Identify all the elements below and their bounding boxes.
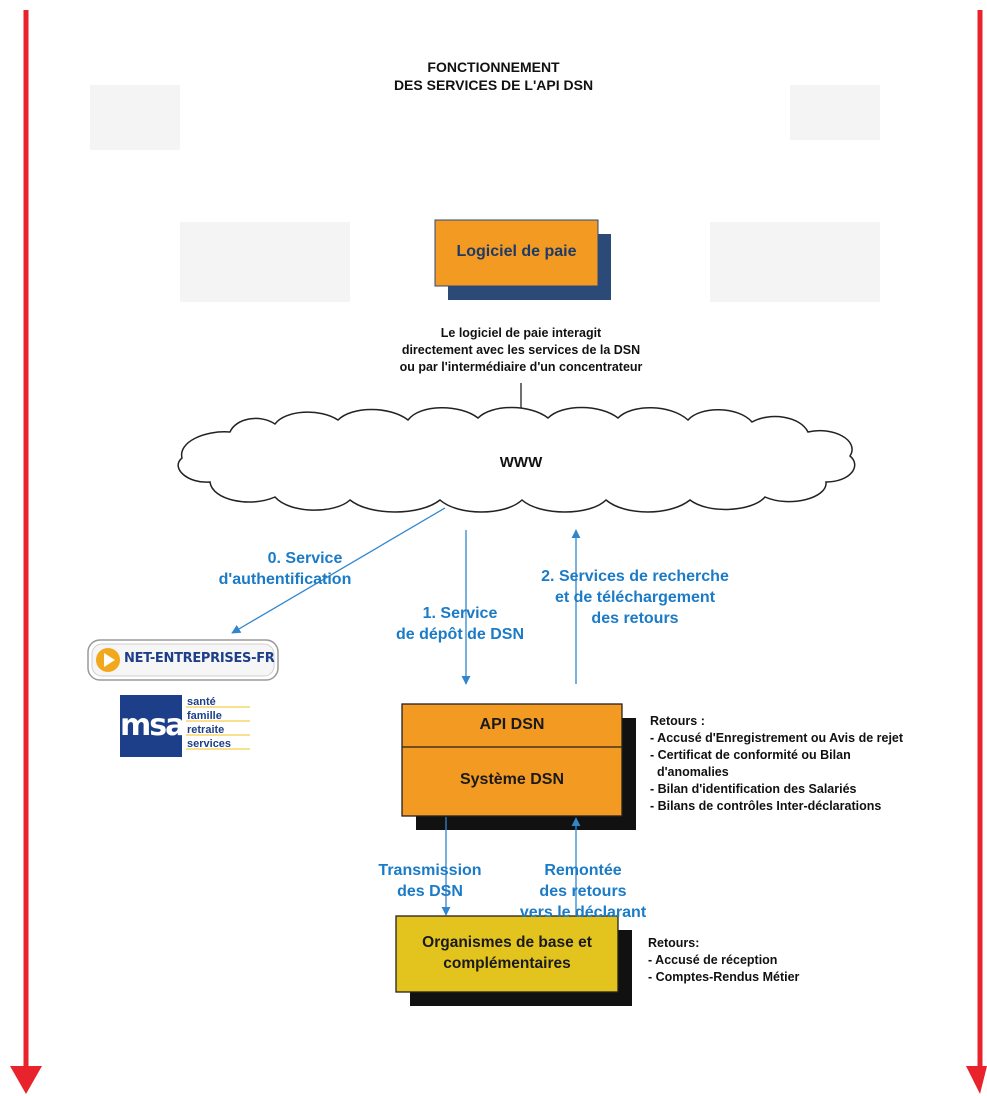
logiciel-box [434,219,611,300]
retours-api-list: Retours : - Accusé d'Enregistrement ou A… [650,713,903,815]
msa-line-2: famille [187,710,222,722]
organismes-line-1: Organismes de base et [422,934,592,951]
service-auth-line-1: 0. Service [267,550,343,567]
retours-api-item: - Accusé d'Enregistrement ou Avis de rej… [650,731,904,745]
msa-line-3: retraite [187,724,225,736]
service-recherche-line-2: et de téléchargement [554,589,716,606]
interaction-note: Le logiciel de paie interagit directemen… [271,325,771,376]
retours-org-heading: Retours: [648,936,700,950]
transmission-label: Transmission des DSN [365,860,495,902]
service-auth-line-2: d'authentification [218,571,352,588]
systeme-dsn-label: Système DSN [459,771,565,788]
service-auth-label: 0. Service d'authentification [190,548,380,590]
interaction-note-line-1: Le logiciel de paie interagit [440,326,602,340]
retours-api-item: - Certificat de conformité ou Bilan [650,748,851,762]
service-recherche-line-1: 2. Services de recherche [541,568,729,585]
msa-line-4: services [187,738,232,750]
title-line-2: DES SERVICES DE L'API DSN [393,77,594,93]
msa-line-1: santé [187,696,216,708]
logiciel-label: Logiciel de paie [456,243,577,260]
retours-api-item: - Bilans de contrôles Inter-déclarations [650,799,882,813]
transmission-line-2: des DSN [397,883,463,900]
transmission-line-1: Transmission [378,862,482,879]
remontee-line-2: des retours [539,883,627,900]
retours-api-item: - Bilan d'identification des Salariés [650,782,857,796]
diagram-title: FONCTIONNEMENT DES SERVICES DE L'API DSN [0,58,987,94]
remontee-line-1: Remontée [544,862,622,879]
remontee-label: Remontée des retours vers le déclarant [493,860,673,923]
auth-arrow [231,507,446,634]
api-dsn-label: API DSN [479,716,545,733]
service-recherche-line-3: des retours [591,610,679,627]
net-entreprises-text: NET-ENTREPRISES-FR [124,651,275,666]
retours-org-list: Retours: - Accusé de réception - Comptes… [648,935,799,986]
retours-org-item: - Comptes-Rendus Métier [648,970,800,984]
left-red-arrow [10,10,42,1094]
organismes-line-2: complémentaires [443,955,571,972]
service-depot-line-2: de dépôt de DSN [395,626,524,643]
net-entreprises-logo [87,639,279,681]
organismes-box [395,915,632,1006]
background-ghost-shapes [90,85,880,302]
retours-api-item: d'anomalies [650,765,729,779]
retours-org-item: - Accusé de réception [648,953,778,967]
www-cloud [177,406,856,513]
right-red-arrow [966,10,987,1094]
interaction-note-line-2: directement avec les services de la DSN [401,343,641,357]
api-dsn-box [401,703,636,830]
msa-logo [120,695,252,757]
title-line-1: FONCTIONNEMENT [427,59,560,75]
remontee-line-3: vers le déclarant [519,904,647,921]
msa-logo-text: msa [120,708,185,743]
retours-api-heading: Retours : [650,714,705,728]
service-depot-line-1: 1. Service [422,605,498,622]
organismes-label: Organismes de base et complémentaires [396,932,618,974]
service-recherche-label: 2. Services de recherche et de télécharg… [510,566,760,629]
service-depot-label: 1. Service de dépôt de DSN [365,603,555,645]
msa-tagline: santé famille retraite services [187,695,257,751]
www-label: WWW [499,454,543,471]
interaction-note-line-3: ou par l'intermédiaire d'un concentrateu… [399,360,643,374]
